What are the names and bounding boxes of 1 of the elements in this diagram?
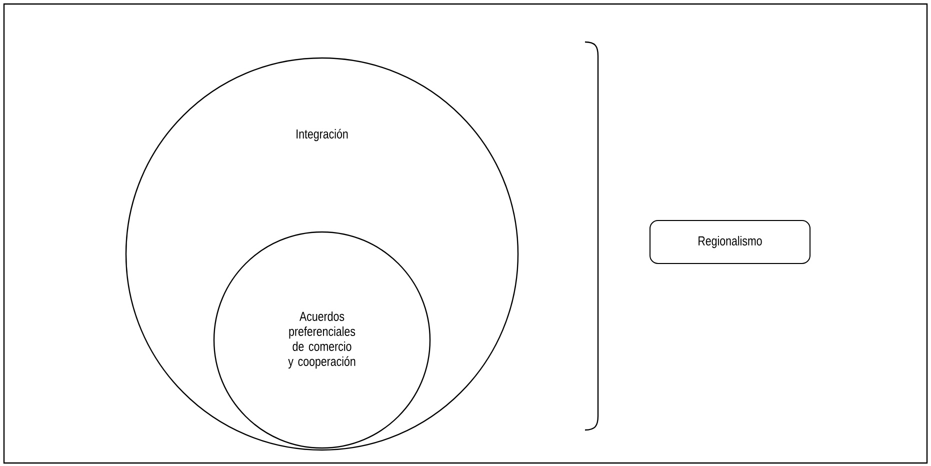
rounded-box: Regionalismo	[650, 220, 810, 264]
